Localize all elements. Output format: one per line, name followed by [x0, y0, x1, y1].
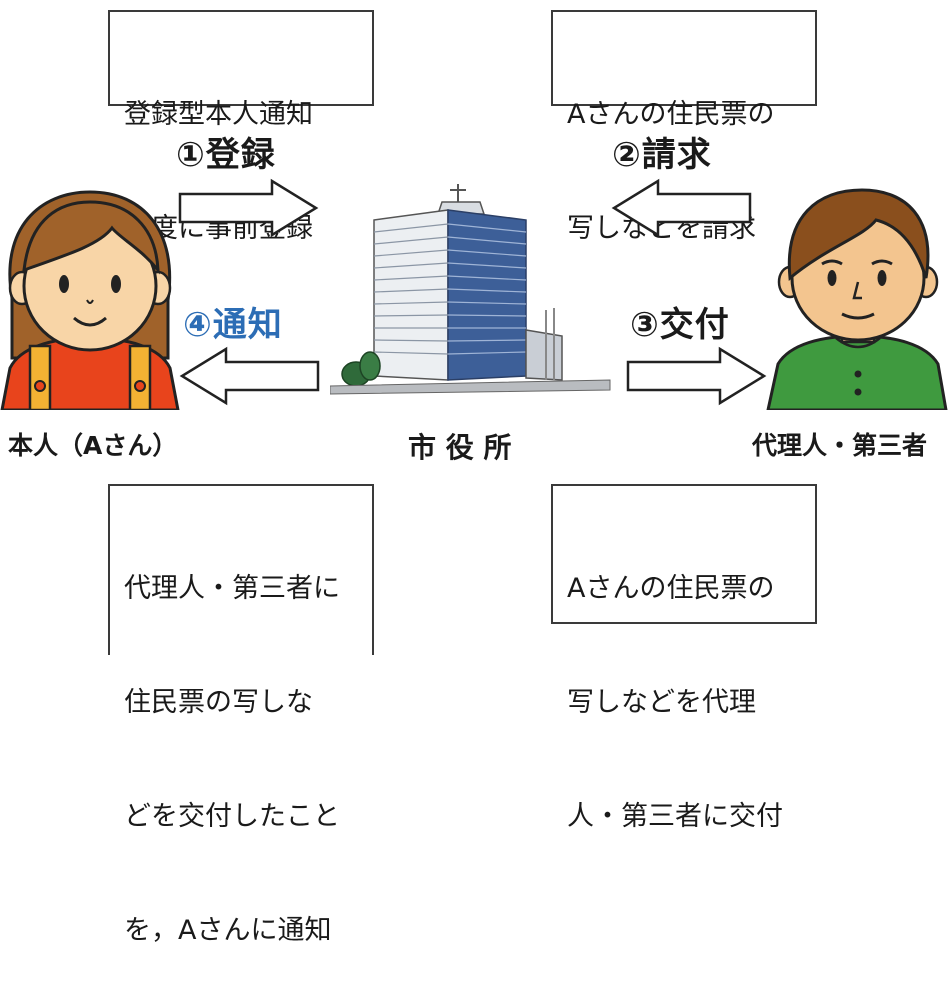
- bottom-left-note-line3: どを交付したこと: [124, 801, 340, 832]
- top-right-note-line1: Aさんの住民票の: [567, 99, 775, 130]
- step-issue-label: ③交付: [630, 305, 730, 345]
- bottom-right-note-line3: 人・第三者に交付: [567, 801, 783, 832]
- top-left-note: 登録型本人通知 制度に事前登録: [108, 10, 374, 244]
- bottom-left-note-line4: を，Aさんに通知: [124, 915, 332, 946]
- arrow-notify: [179, 346, 320, 406]
- city-hall-label: 市 役 所: [408, 431, 512, 464]
- bottom-right-note-line2: 写しなどを代理: [567, 687, 756, 718]
- step-register-label: ①登録: [176, 135, 276, 175]
- city-hall-building-illustration: [330, 184, 611, 395]
- person-a-illustration: [0, 190, 180, 410]
- bottom-left-note-line1: 代理人・第三者に: [124, 573, 340, 604]
- arrow-register: [178, 178, 319, 238]
- bottom-left-note-line2: 住民票の写しな: [124, 687, 313, 718]
- top-left-note-line1: 登録型本人通知: [124, 99, 313, 130]
- step-notify-label: ④通知: [183, 305, 283, 345]
- agent-illustration: [766, 188, 948, 410]
- bottom-right-note-line1: Aさんの住民票の: [567, 573, 775, 604]
- bottom-left-note: 代理人・第三者に 住民票の写しな どを交付したこと を，Aさんに通知: [108, 484, 374, 946]
- person-a-label: 本人（Aさん）: [8, 431, 178, 460]
- bottom-right-note: Aさんの住民票の 写しなどを代理 人・第三者に交付: [551, 484, 817, 832]
- step-request-label: ②請求: [612, 135, 712, 175]
- arrow-issue: [626, 346, 767, 406]
- top-right-note: Aさんの住民票の 写しなどを請求: [551, 10, 817, 244]
- agent-label: 代理人・第三者: [752, 431, 928, 460]
- arrow-request: [611, 178, 752, 238]
